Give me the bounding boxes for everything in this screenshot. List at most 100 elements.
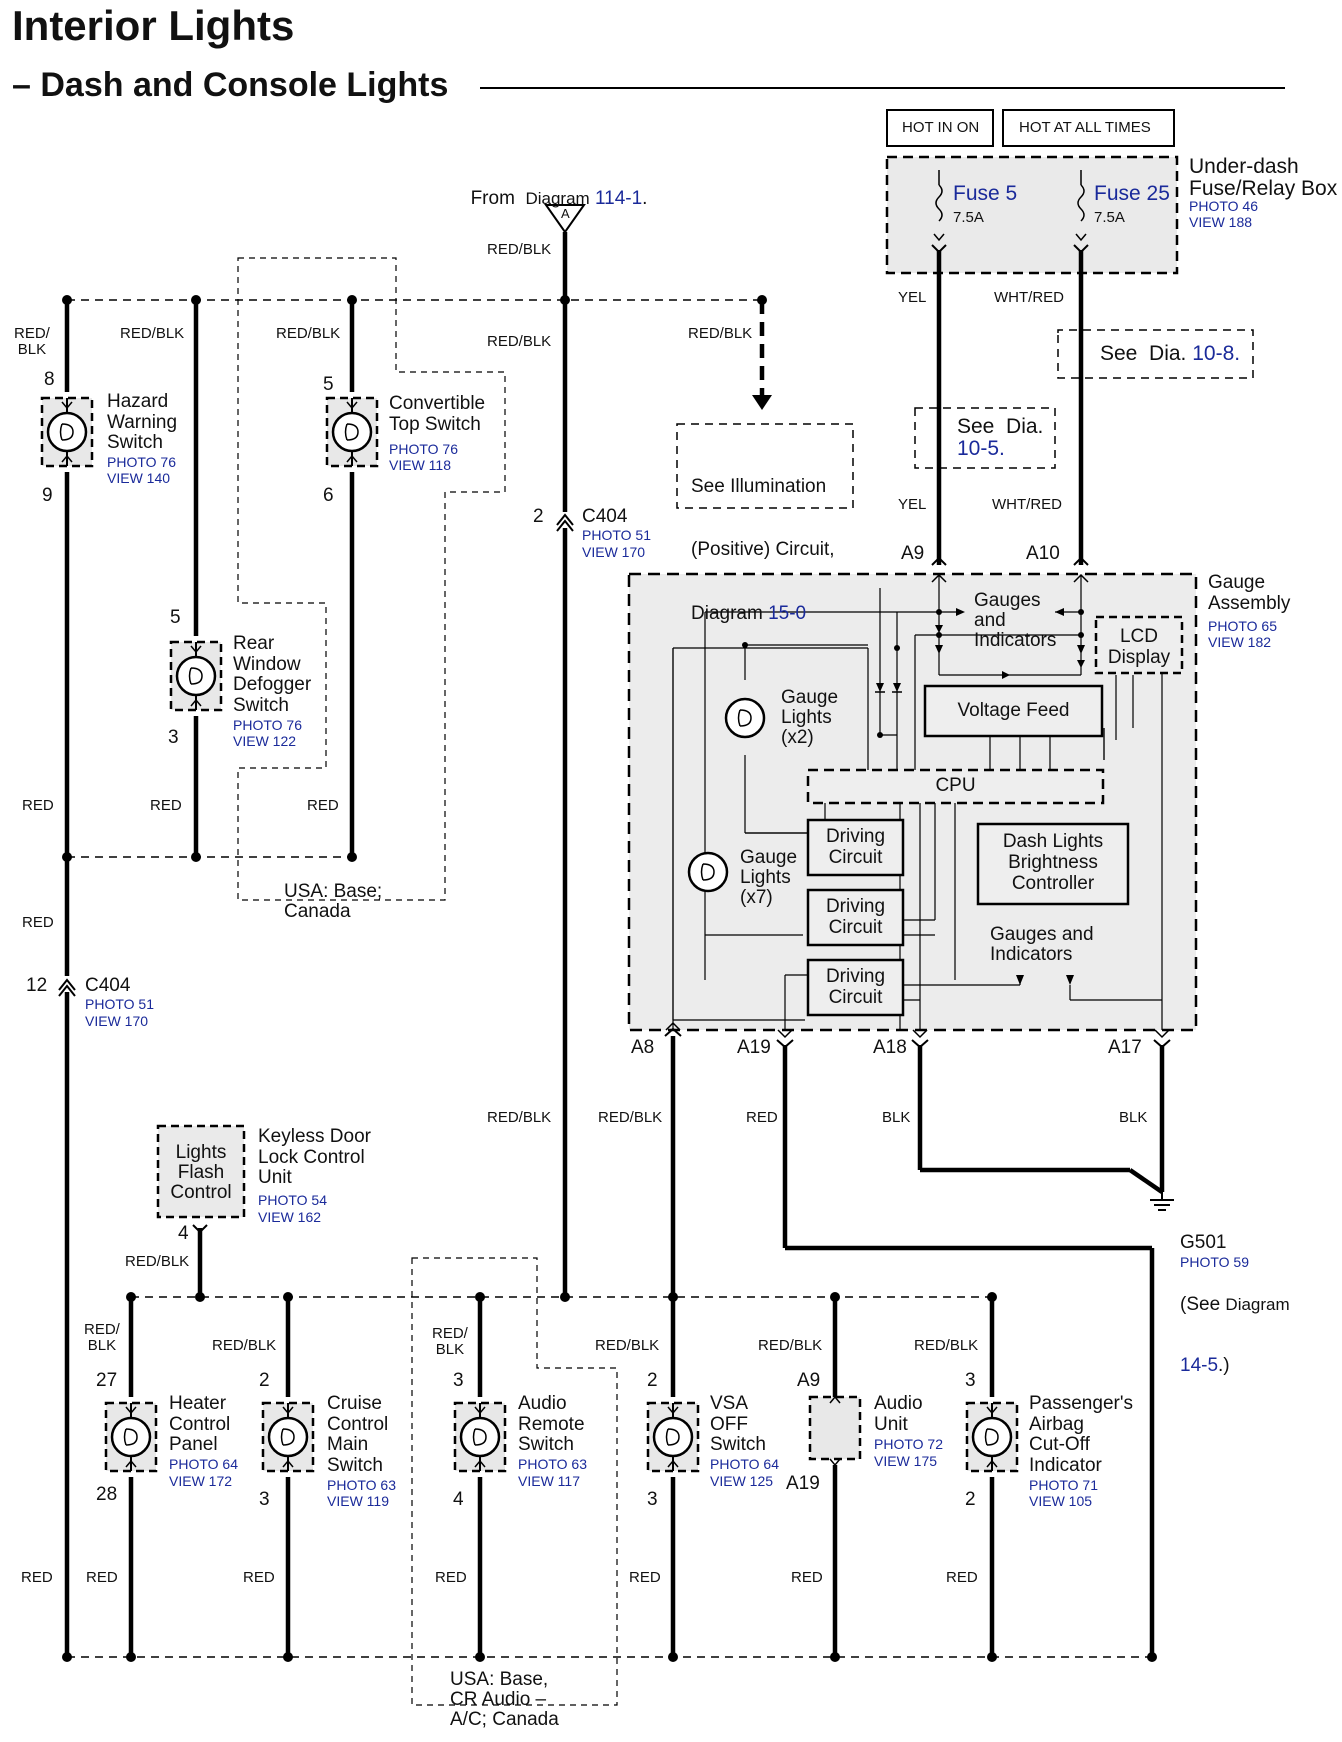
hazard-switch-photo: PHOTO 76 — [107, 454, 176, 470]
wht-red-label-bottom: WHT/RED — [992, 496, 1062, 513]
pin-a19: A19 — [737, 1037, 771, 1058]
ground-close: .) — [1218, 1355, 1230, 1377]
heater-panel-name: Heater Control Panel — [169, 1393, 231, 1456]
convertible-switch-view: VIEW 118 — [389, 457, 451, 473]
defogger-switch-view: VIEW 122 — [233, 733, 297, 749]
vsa-switch-photo: PHOTO 64 — [710, 1456, 779, 1472]
wht-red-label-top: WHT/RED — [994, 289, 1064, 306]
wire-label-red-blk-audio-unit: RED/BLK — [758, 1337, 823, 1354]
cruise-pin-bottom: 3 — [259, 1489, 270, 1510]
yel-label-top: YEL — [898, 289, 927, 306]
illum-line3: Diagram 15-0 — [691, 603, 835, 624]
audio-unit-name: Audio Unit — [874, 1393, 923, 1435]
hazard-switch-name: Hazard Warning Switch — [107, 391, 178, 454]
ground-see: (See — [1180, 1293, 1221, 1315]
vsa-switch-view: VIEW 125 — [710, 1473, 774, 1489]
vsa-switch-name: VSA OFF Switch — [710, 1393, 766, 1456]
pin-a8: A8 — [631, 1037, 655, 1058]
airbag-indicator-view: VIEW 105 — [1029, 1493, 1093, 1509]
see-dia-10-8-link[interactable]: 10-8. — [1192, 342, 1241, 365]
wire-label-red-blk-keyless: RED/BLK — [125, 1253, 190, 1270]
see-dia-10-8: See Dia. 10-8. — [1100, 342, 1241, 365]
illum-line1: See Illumination — [691, 475, 827, 497]
page-title: Interior Lights — [12, 2, 295, 49]
illumination-reference: See Illumination (Positive) Circuit, Dia… — [691, 433, 835, 646]
defogger-pin-top: 5 — [170, 607, 181, 628]
hazard-pin-top: 8 — [44, 369, 55, 390]
ground-see-line: (See Diagram — [1180, 1293, 1290, 1316]
defogger-switch-photo: PHOTO 76 — [233, 717, 302, 733]
diagram-link-14-5[interactable]: 14-5 — [1180, 1355, 1219, 1377]
wire-label-red-blk-center: RED/BLK — [487, 333, 552, 350]
fuse25-label: Fuse 25 — [1094, 182, 1170, 205]
wire-label-red-defogger: RED — [150, 797, 182, 814]
wire-label-red-a19: RED — [746, 1109, 778, 1126]
from-text: From — [470, 187, 515, 209]
fuse-box-view: VIEW 188 — [1189, 214, 1253, 230]
pin-a18: A18 — [873, 1037, 907, 1058]
heater-pin-bottom: 28 — [96, 1484, 118, 1505]
wire-label-red-blk-airbag: RED/BLK — [914, 1337, 979, 1354]
convertible-pin-bottom: 6 — [323, 485, 334, 506]
see-dia-10-5-text: See Dia. — [957, 415, 1044, 438]
wire-label-red-blk-cruise: RED/BLK — [212, 1337, 277, 1354]
wire-label-red-bottom-left: RED — [21, 1569, 53, 1586]
pin-a17: A17 — [1108, 1037, 1142, 1058]
pin-a10: A10 — [1026, 543, 1060, 564]
wire-label-red-audio-unit: RED — [791, 1569, 823, 1586]
wire-label-red-blk-a: RED/BLK — [487, 241, 552, 258]
wire-label-red-vsa: RED — [629, 1569, 661, 1586]
diagram-link-15-0[interactable]: 15-0 — [768, 603, 807, 625]
driving-circuit-2-label: Driving Circuit — [825, 896, 886, 938]
gauge-assembly-view: VIEW 182 — [1208, 634, 1272, 650]
wire-label-red-blk-a8: RED/BLK — [598, 1109, 663, 1126]
audio-remote-switch-photo: PHOTO 63 — [518, 1456, 587, 1472]
fuse5-rating: 7.5A — [953, 209, 984, 226]
fuse-box-photo: PHOTO 46 — [1189, 198, 1258, 214]
usa-base-canada-note: USA: Base; Canada — [284, 881, 383, 922]
fuse-box-name: Under-dash Fuse/Relay Box — [1189, 155, 1338, 201]
vsa-pin-bottom: 3 — [647, 1489, 658, 1510]
audio-remote-switch-name: Audio Remote Switch — [518, 1393, 585, 1456]
wire-label-red-blk-vsa: RED/BLK — [595, 1337, 660, 1354]
diagram-link-114-1[interactable]: 114-1 — [594, 187, 643, 209]
wire-label-red-blk-convertible: RED/BLK — [276, 325, 341, 342]
vsa-pin-top: 2 — [647, 1370, 658, 1391]
dash-brightness-label: Dash Lights Brightness Controller — [1002, 831, 1104, 894]
see-dia-10-5-link[interactable]: 10-5. — [957, 437, 1005, 460]
heater-panel-view: VIEW 172 — [169, 1473, 233, 1489]
convertible-pin-top: 5 — [323, 374, 334, 395]
illum-diagram-text: Diagram — [691, 603, 763, 625]
audio-unit-photo: PHOTO 72 — [874, 1436, 943, 1452]
c404-top-pin: 2 — [533, 506, 544, 527]
audio-remote-pin-bottom: 4 — [453, 1489, 464, 1510]
keyless-pin: 4 — [178, 1223, 189, 1244]
audio-remote-switch-view: VIEW 117 — [518, 1473, 580, 1489]
cruise-switch-name: Cruise Control Main Switch — [327, 1393, 389, 1476]
page-subtitle: – Dash and Console Lights — [12, 66, 449, 104]
cruise-switch-view: VIEW 119 — [327, 1493, 389, 1509]
driving-circuit-3-label: Driving Circuit — [825, 966, 886, 1008]
keyless-unit-name: Keyless Door Lock Control Unit — [258, 1126, 371, 1189]
wire-label-red-cruise: RED — [243, 1569, 275, 1586]
cpu-label: CPU — [935, 775, 976, 796]
hazard-pin-bottom: 9 — [42, 485, 53, 506]
wire-label-red-heater: RED — [86, 1569, 118, 1586]
connector-a-label: A — [561, 206, 570, 221]
keyless-unit-view: VIEW 162 — [258, 1209, 322, 1225]
gauge-lights-x7-label: Gauge Lights (x7) — [740, 847, 798, 908]
wire-label-red-blk-c404: RED/BLK — [487, 1109, 552, 1126]
fuse5-label: Fuse 5 — [953, 182, 1018, 205]
audio-unit-view: VIEW 175 — [874, 1453, 938, 1469]
airbag-pin-top: 3 — [965, 1370, 976, 1391]
diagram-text: Diagram — [525, 188, 590, 208]
hot-in-on-label: HOT IN ON — [902, 119, 980, 136]
heater-panel-photo: PHOTO 64 — [169, 1456, 238, 1472]
convertible-switch-name: Convertible Top Switch — [389, 393, 486, 435]
gauges-indicators-2-label: Gauges and Indicators — [990, 924, 1094, 965]
wire-label-red-hazard: RED — [22, 797, 54, 814]
wire-label-red-airbag: RED — [946, 1569, 978, 1586]
airbag-indicator-name: Passenger's Airbag Cut-Off Indicator — [1029, 1393, 1133, 1476]
ground-name: G501 — [1180, 1232, 1227, 1254]
yel-label-bottom: YEL — [898, 496, 927, 513]
